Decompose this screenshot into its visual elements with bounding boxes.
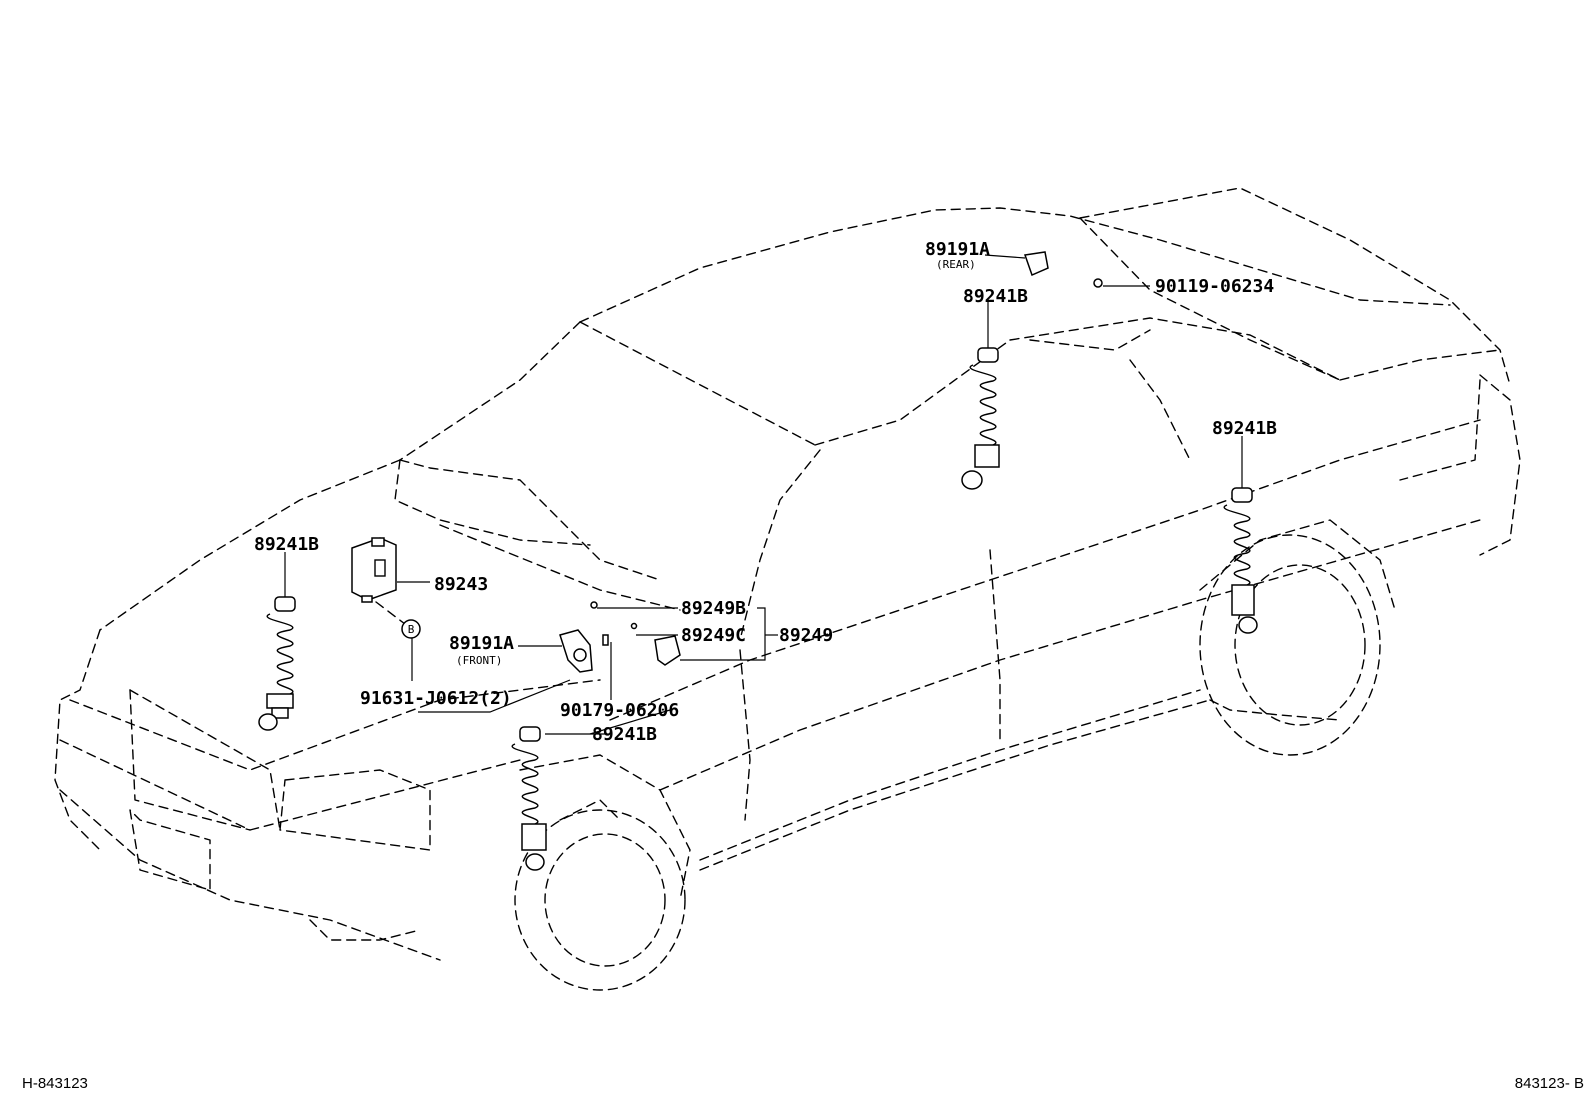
- callout-b-letter: B: [408, 623, 415, 636]
- rear-left-strut-assy: [961, 347, 1000, 490]
- label-strut-front-right: 89241B: [592, 724, 657, 745]
- leader-lines: [284, 254, 1243, 735]
- label-screw-front: 90179-06206: [560, 700, 679, 721]
- label-sensor-front: 89191A: [449, 633, 514, 654]
- front-left-strut-assy: [258, 596, 296, 731]
- label-screw-rear: 90119-06234: [1155, 276, 1274, 297]
- front-right-strut-assy: [511, 726, 547, 871]
- label-connector-c: 89249C: [681, 625, 746, 646]
- rear-height-sensor: [1023, 251, 1103, 288]
- part-labels: 89241B 89243 91631-J0612(2) 89191A (FRON…: [254, 239, 1277, 745]
- label-strut-rear-right: 89241B: [1212, 418, 1277, 439]
- label-connector-assy: 89249: [779, 625, 833, 646]
- footer-right-code: 843123- B: [1515, 1075, 1584, 1092]
- callout-b: B: [401, 619, 421, 639]
- car-body-outline: [54, 187, 1521, 991]
- height-control-ecu: [351, 537, 397, 603]
- front-height-sensor: [559, 629, 609, 673]
- connector-parts: [590, 601, 681, 666]
- label-bolt-ecu: 91631-J0612(2): [360, 688, 512, 709]
- label-height-control-ecu: 89243: [434, 574, 488, 595]
- rear-right-strut-assy: [1223, 487, 1258, 634]
- label-sensor-rear-sub: (REAR): [936, 258, 976, 271]
- label-connector-b: 89249B: [681, 598, 746, 619]
- label-strut-rear-left: 89241B: [963, 286, 1028, 307]
- label-sensor-rear: 89191A: [925, 239, 990, 260]
- label-sensor-front-sub: (FRONT): [456, 654, 502, 667]
- footer-left-code: H-843123: [22, 1075, 88, 1092]
- label-strut-front-left: 89241B: [254, 534, 319, 555]
